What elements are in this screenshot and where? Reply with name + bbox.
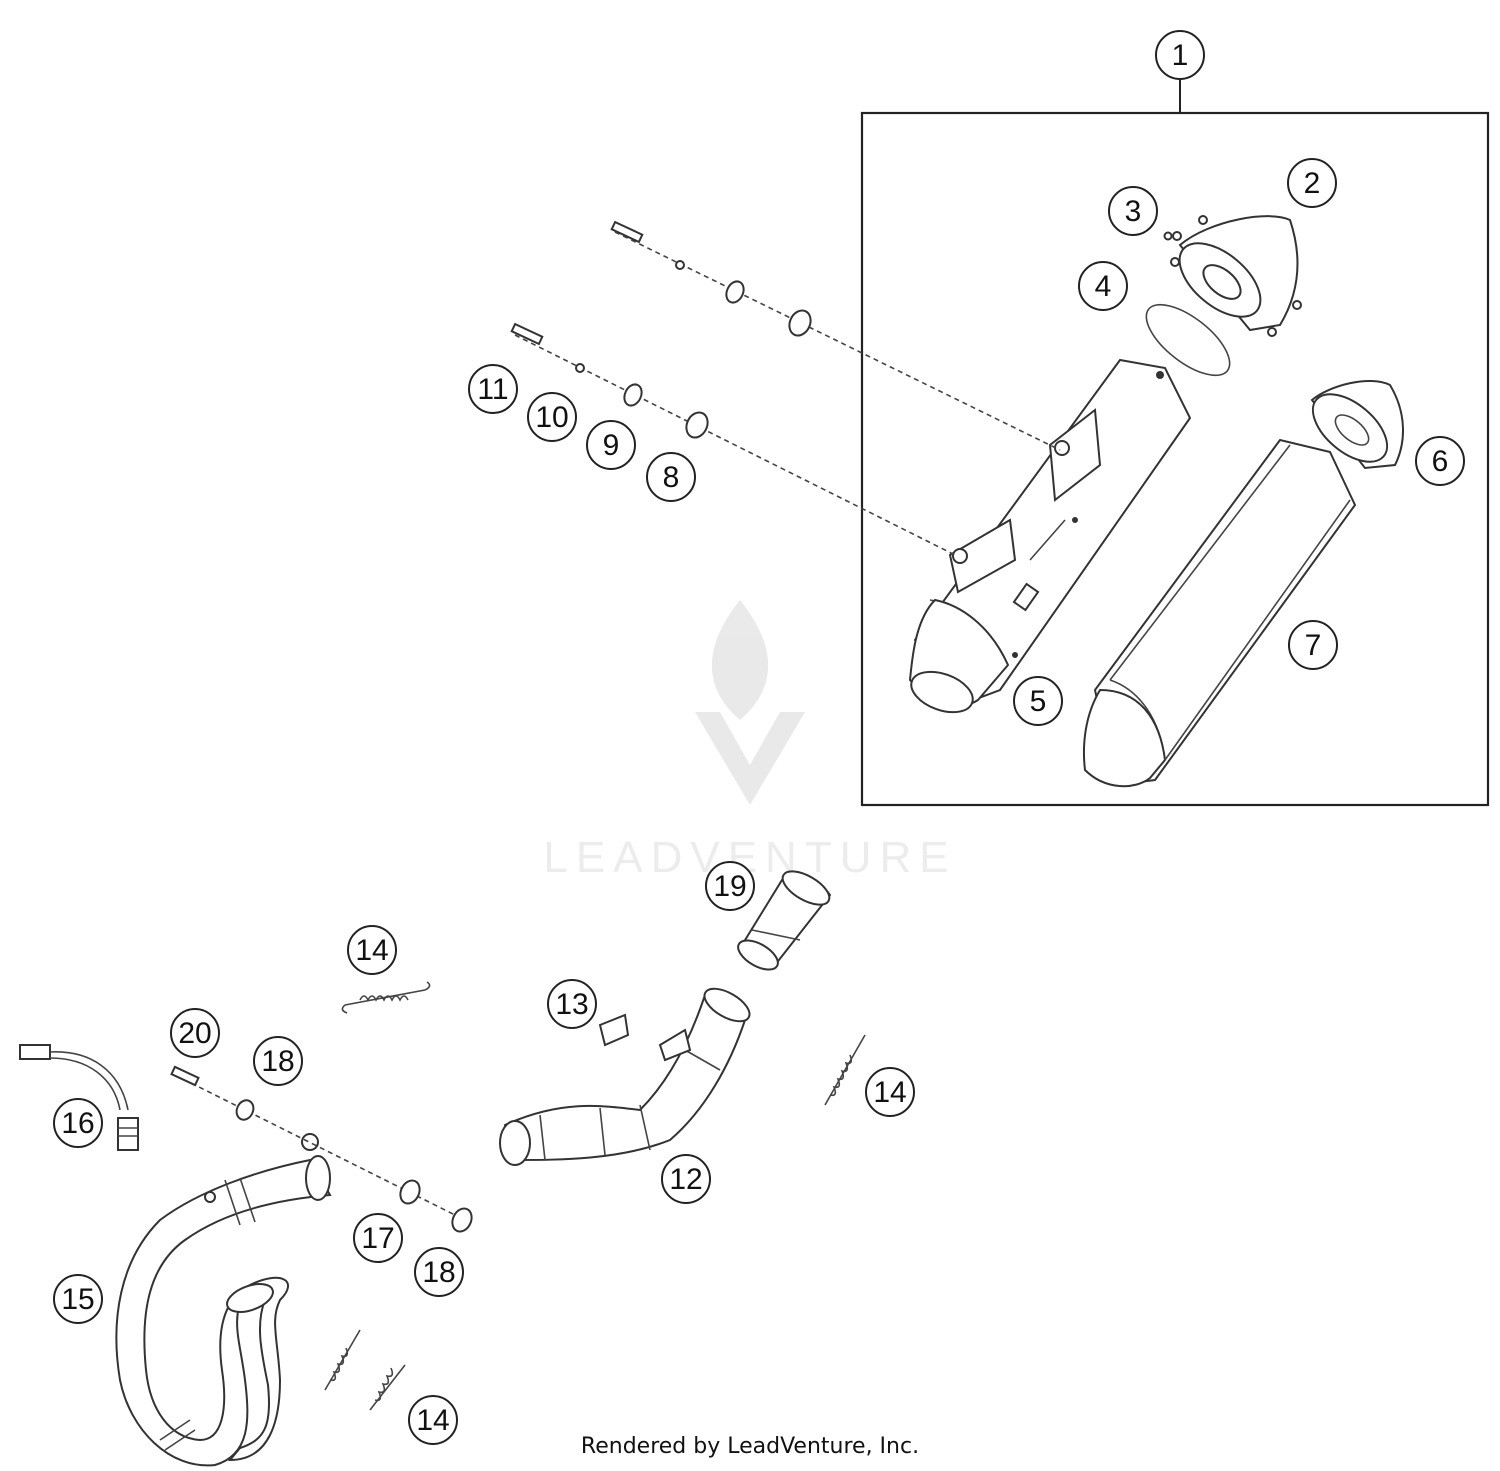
clamp xyxy=(598,1013,630,1047)
svg-text:14: 14 xyxy=(416,1404,449,1437)
callout-20: 20 xyxy=(170,1008,220,1058)
svg-text:12: 12 xyxy=(669,1163,702,1196)
svg-text:2: 2 xyxy=(1304,167,1321,200)
callout-4: 4 xyxy=(1078,261,1128,311)
end-cap-screw xyxy=(1163,231,1173,241)
svg-text:6: 6 xyxy=(1432,445,1449,478)
spring-upper xyxy=(341,981,431,1014)
watermark: LEADVENTURE xyxy=(543,600,949,882)
svg-text:10: 10 xyxy=(535,401,568,434)
callout-3: 3 xyxy=(1108,186,1158,236)
header-mounting-hardware xyxy=(170,1065,473,1233)
callout-7: 7 xyxy=(1288,620,1338,670)
svg-text:3: 3 xyxy=(1125,195,1142,228)
callout-12: 12 xyxy=(661,1154,711,1204)
svg-text:20: 20 xyxy=(178,1017,211,1050)
silencer-body xyxy=(908,358,1192,714)
callout-6: 6 xyxy=(1415,436,1465,486)
svg-text:18: 18 xyxy=(422,1256,455,1289)
callout-18-upper: 18 xyxy=(253,1036,303,1086)
callout-8: 8 xyxy=(646,452,696,502)
lambda-sensor xyxy=(19,1044,139,1151)
mounting-hardware-upper xyxy=(610,220,1061,451)
callout-19: 19 xyxy=(705,861,755,911)
mounting-hardware-lower xyxy=(510,322,956,556)
svg-text:11: 11 xyxy=(477,373,508,406)
svg-text:9: 9 xyxy=(603,429,620,462)
callout-11: 11 xyxy=(468,364,518,414)
spring-right xyxy=(824,1034,866,1106)
silencer-group-box xyxy=(860,111,1490,807)
svg-text:13: 13 xyxy=(555,988,588,1021)
callout-14-upper: 14 xyxy=(347,925,397,975)
callout-2: 2 xyxy=(1287,158,1337,208)
gasket-ring xyxy=(1145,303,1231,377)
svg-text:19: 19 xyxy=(713,870,746,903)
callout-15: 15 xyxy=(53,1274,103,1324)
callout-16: 16 xyxy=(53,1098,103,1148)
svg-text:17: 17 xyxy=(361,1222,394,1255)
svg-text:1: 1 xyxy=(1172,39,1189,72)
svg-text:14: 14 xyxy=(873,1076,906,1109)
end-cap-6 xyxy=(1310,379,1404,470)
connecting-sleeve xyxy=(737,870,832,971)
callout-14-lower: 14 xyxy=(408,1395,458,1445)
callout-13: 13 xyxy=(547,979,597,1029)
watermark-flame-icon xyxy=(711,600,769,720)
end-cap xyxy=(1170,215,1302,337)
silencer-sleeve xyxy=(1082,438,1357,788)
svg-text:16: 16 xyxy=(61,1107,94,1140)
footer-credit: Rendered by LeadVenture, Inc. xyxy=(580,1434,920,1459)
svg-text:8: 8 xyxy=(663,461,680,494)
manifold-pipe xyxy=(499,987,751,1166)
spring-lower xyxy=(324,1329,406,1411)
callout-17: 17 xyxy=(353,1213,403,1263)
svg-text:18: 18 xyxy=(261,1045,294,1078)
callout-10: 10 xyxy=(527,392,577,442)
svg-text:7: 7 xyxy=(1305,629,1322,662)
callout-5: 5 xyxy=(1013,676,1063,726)
callout-9: 9 xyxy=(586,420,636,470)
callout-18-lower: 18 xyxy=(414,1247,464,1297)
callout-14-right: 14 xyxy=(865,1067,915,1117)
svg-text:4: 4 xyxy=(1095,270,1112,303)
svg-text:5: 5 xyxy=(1030,685,1047,718)
svg-text:15: 15 xyxy=(61,1283,94,1316)
callout-1: 1 xyxy=(1155,30,1205,80)
header-pipe xyxy=(115,1133,332,1467)
watermark-v-icon xyxy=(695,712,805,805)
svg-text:14: 14 xyxy=(355,934,388,967)
